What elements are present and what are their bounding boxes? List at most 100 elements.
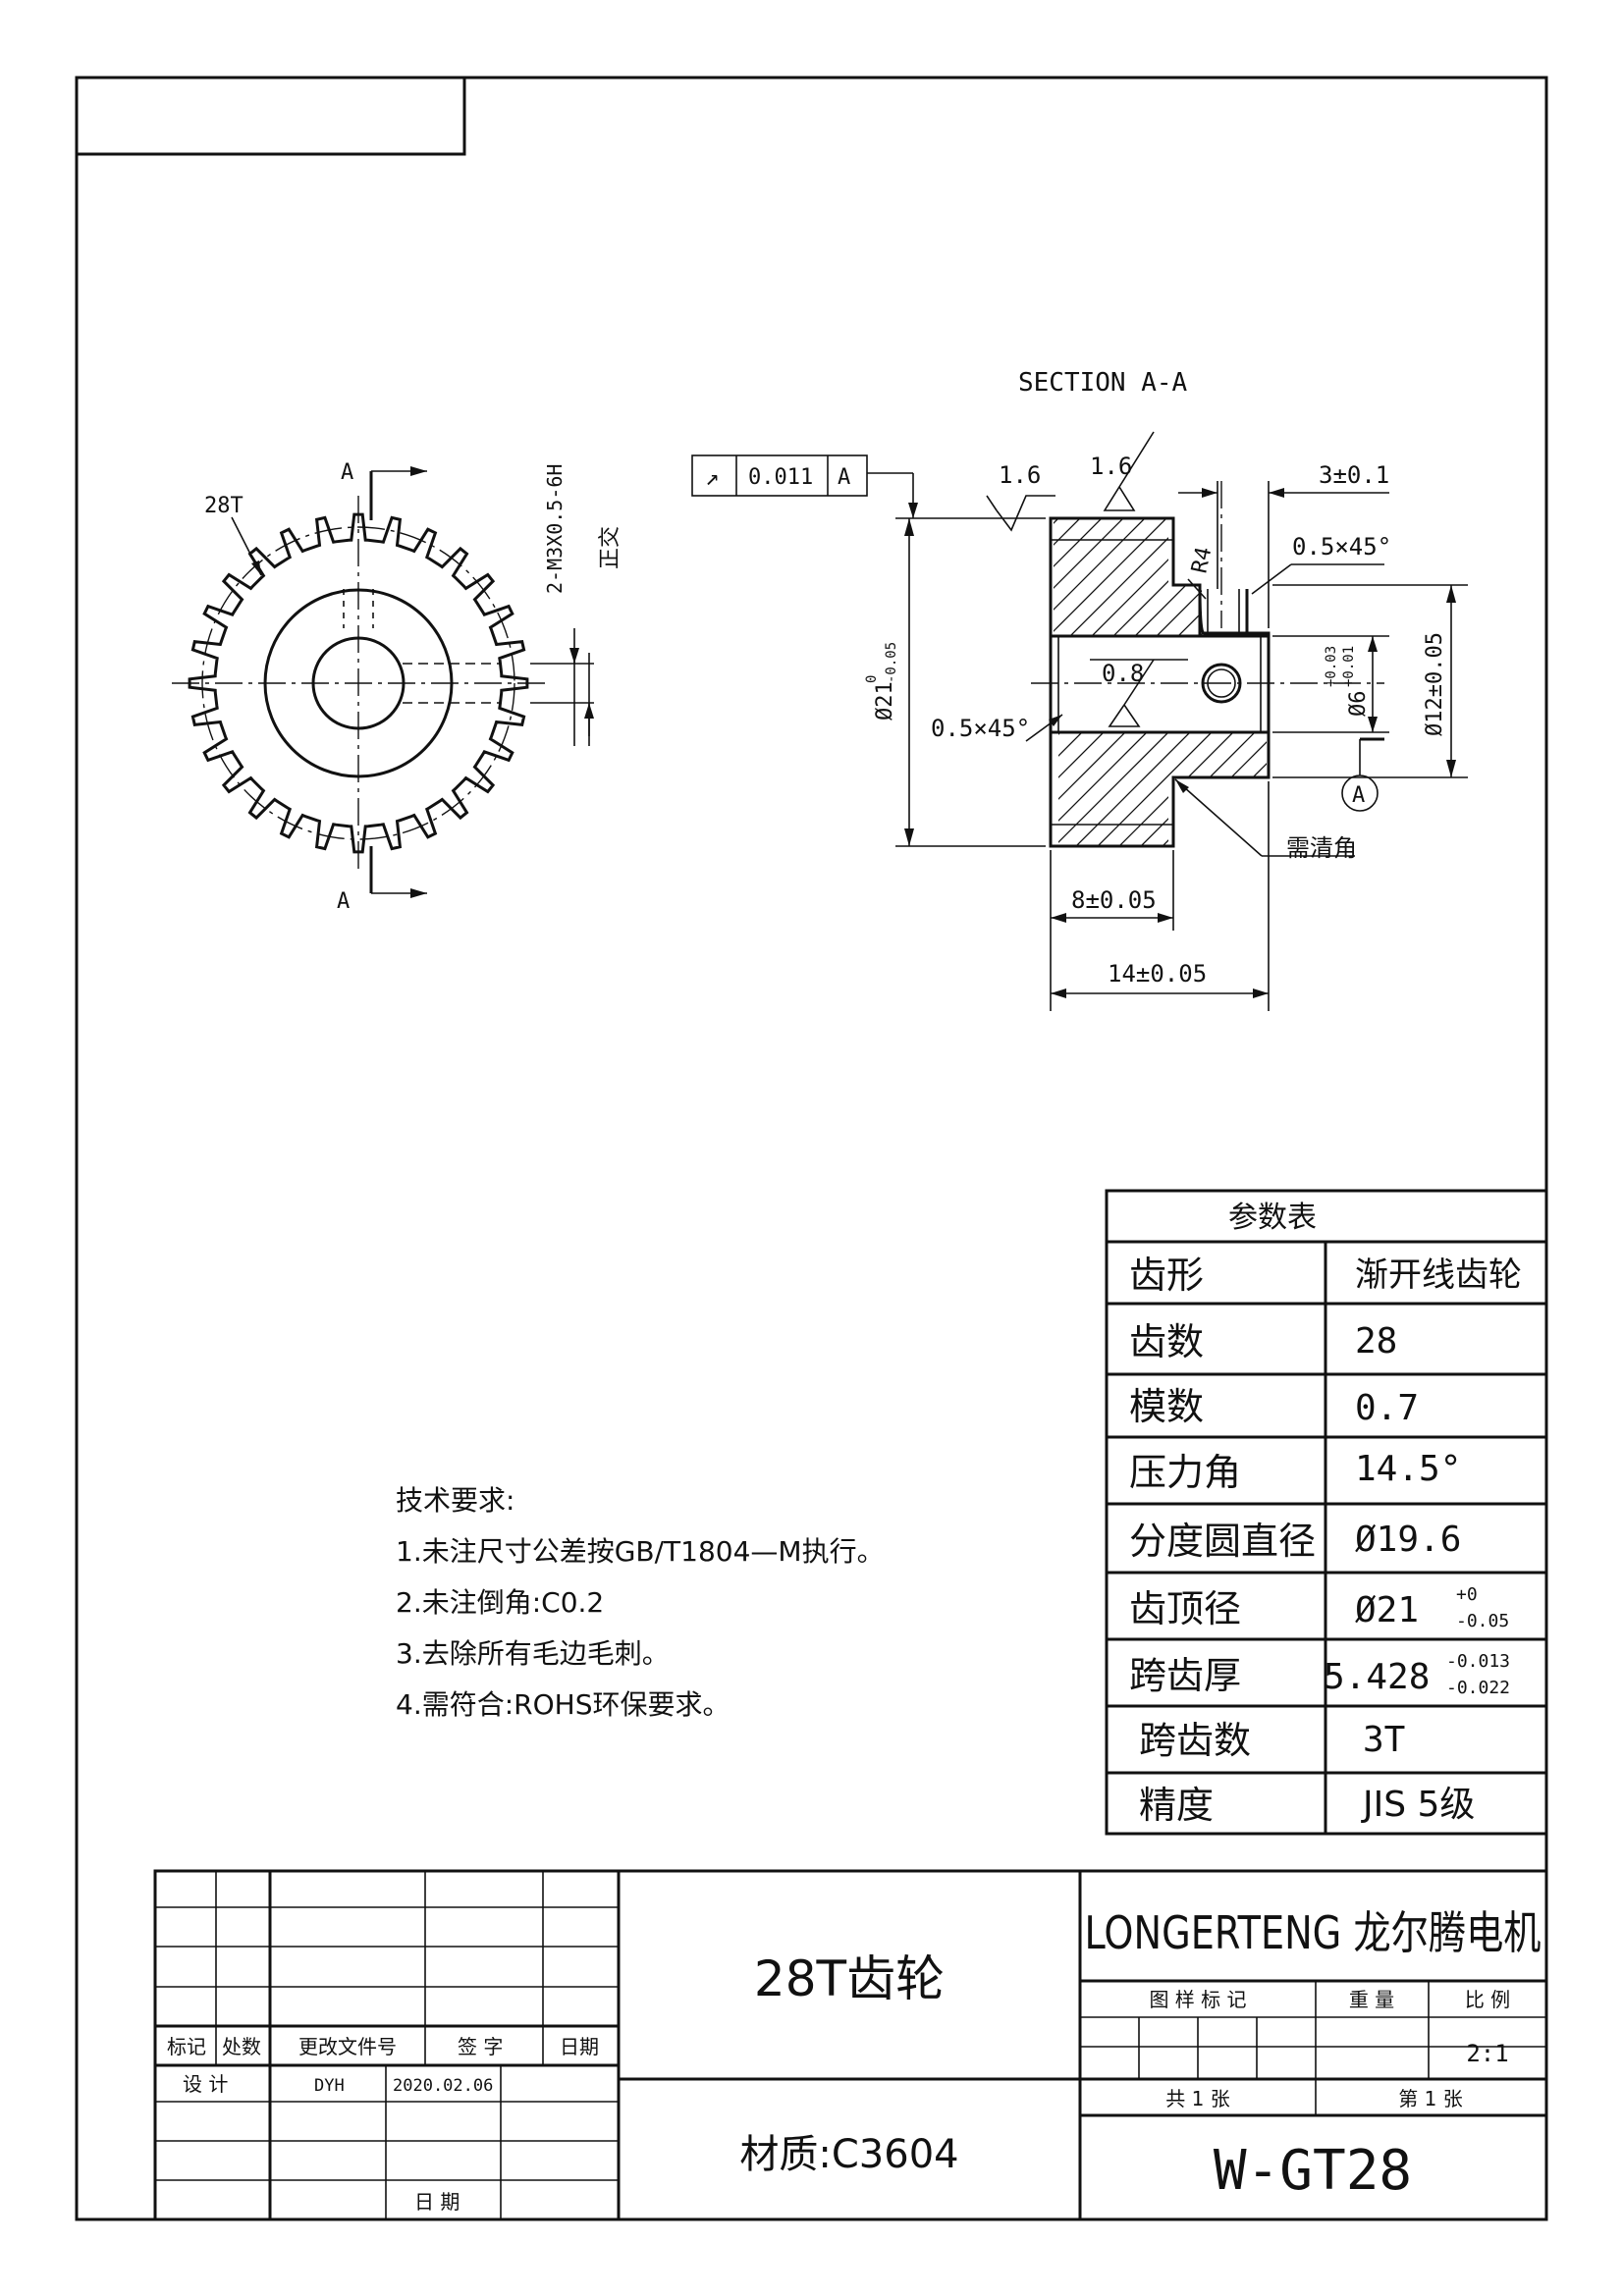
drawing-number: W-GT28 bbox=[1214, 2139, 1412, 2203]
section-mark-top: A bbox=[341, 460, 353, 485]
roughness-value-1: 1.6 bbox=[999, 461, 1041, 489]
hatch-line bbox=[1361, 510, 1623, 864]
header-date: 日期 bbox=[560, 2035, 599, 2058]
hatch-line bbox=[1054, 518, 1197, 846]
hatch-line bbox=[1230, 518, 1267, 846]
hatch-line bbox=[1382, 510, 1623, 864]
param-value: JIS 5级 bbox=[1361, 1785, 1475, 1825]
part-name: 28T齿轮 bbox=[754, 1950, 945, 2007]
dim-bore-upper: +0.03 bbox=[1324, 646, 1339, 687]
param-label: 齿形 bbox=[1129, 1254, 1204, 1297]
param-value: 14.5° bbox=[1355, 1449, 1461, 1489]
param-label: 跨齿厚 bbox=[1129, 1654, 1241, 1697]
tech-req-item: 4.需符合:ROHS环保要求。 bbox=[396, 1688, 730, 1721]
thread-note: 2-M3X0.5-6H bbox=[543, 464, 567, 594]
header-signature: 签 字 bbox=[458, 2035, 503, 2058]
dim-width-total: 14±0.05 bbox=[1108, 960, 1207, 988]
sheet-number: 第 1 张 bbox=[1398, 2087, 1462, 2110]
param-label: 压力角 bbox=[1129, 1451, 1241, 1494]
dim-gap: 3±0.1 bbox=[1319, 461, 1389, 489]
sheets-total: 共 1 张 bbox=[1165, 2087, 1229, 2110]
param-value: 28 bbox=[1355, 1321, 1397, 1362]
hatch-line bbox=[648, 510, 1001, 864]
hatch-line bbox=[1054, 518, 1218, 846]
roughness-symbol-3 bbox=[1108, 659, 1155, 727]
tech-req-item: 3.去除所有毛边毛刺。 bbox=[396, 1637, 670, 1670]
section-title: SECTION A-A bbox=[1018, 368, 1188, 398]
hatch-line bbox=[1054, 518, 1154, 846]
hatch-line bbox=[1079, 518, 1267, 846]
hatch-line bbox=[1054, 518, 1110, 846]
dim-radius: R4 bbox=[1187, 545, 1217, 575]
param-value-sup: -0.013 bbox=[1446, 1651, 1510, 1672]
tech-req-item: 2.未注倒角:C0.2 bbox=[396, 1586, 604, 1619]
weight-label: 重 量 bbox=[1349, 1988, 1394, 2011]
hatch-line bbox=[670, 510, 1023, 864]
datum-label: A bbox=[1352, 783, 1365, 808]
header-count: 处数 bbox=[222, 2035, 261, 2058]
dim-chamfer-right: 0.5×45° bbox=[1292, 533, 1391, 561]
design-label: 设 计 bbox=[183, 2072, 228, 2096]
param-value: 5.428 bbox=[1324, 1657, 1430, 1697]
scale-value: 2:1 bbox=[1466, 2040, 1508, 2067]
param-value: 0.7 bbox=[1355, 1388, 1419, 1428]
header-change-doc: 更改文件号 bbox=[298, 2035, 397, 2058]
param-value: 3T bbox=[1363, 1720, 1405, 1760]
param-label: 齿数 bbox=[1129, 1320, 1204, 1363]
param-value-sup: +0 bbox=[1456, 1584, 1478, 1605]
design-date: 2020.02.06 bbox=[393, 2076, 493, 2096]
scale-label: 比 例 bbox=[1465, 1988, 1510, 2011]
dim-bore-lower: +0.01 bbox=[1341, 646, 1357, 687]
param-label: 精度 bbox=[1139, 1784, 1214, 1827]
hatch-line bbox=[1054, 518, 1267, 846]
tech-req-item: 1.未注尺寸公差按GB/T1804—M执行。 bbox=[396, 1535, 885, 1568]
param-label: 齿顶径 bbox=[1129, 1587, 1241, 1630]
param-value-sub: -0.05 bbox=[1456, 1611, 1509, 1631]
gear-front-view bbox=[172, 466, 594, 898]
tolerance-datum: A bbox=[838, 465, 850, 490]
tolerance-value: 0.011 bbox=[748, 465, 813, 490]
dim-outer-dia: Ø21 bbox=[873, 681, 897, 721]
hatch-line bbox=[1209, 518, 1267, 846]
tooth-count-label: 28T bbox=[204, 494, 243, 518]
gear-teeth-outline bbox=[188, 512, 529, 854]
param-value: Ø19.6 bbox=[1355, 1520, 1461, 1560]
hatch-line bbox=[1054, 518, 1240, 846]
section-outline bbox=[1049, 516, 1271, 848]
hatch-line bbox=[1054, 518, 1175, 846]
top-left-box bbox=[75, 76, 466, 156]
param-label: 模数 bbox=[1129, 1385, 1204, 1428]
dim-bore: Ø6 bbox=[1346, 691, 1371, 718]
param-label: 分度圆直径 bbox=[1129, 1520, 1316, 1563]
datum-a-circle bbox=[1341, 774, 1379, 812]
drawing-mark-label: 图 样 标 记 bbox=[1149, 1988, 1246, 2011]
material: 材质:C3604 bbox=[739, 2132, 958, 2177]
param-value: 渐开线齿轮 bbox=[1355, 1255, 1522, 1295]
param-value-sub: -0.022 bbox=[1446, 1678, 1510, 1698]
roughness-value-3: 0.8 bbox=[1102, 660, 1144, 687]
hatch-line bbox=[691, 510, 1045, 864]
hatch-line bbox=[1054, 518, 1267, 846]
clean-corner-leader bbox=[1174, 778, 1263, 857]
thread-note-orthogonal: 正交 bbox=[598, 526, 622, 569]
parameter-table bbox=[1105, 1189, 1548, 1836]
roughness-symbol-2 bbox=[1103, 431, 1155, 511]
dim-width-hub: 8±0.05 bbox=[1071, 886, 1157, 914]
section-mark-bottom: A bbox=[337, 889, 350, 914]
dim-outer-dia-upper: 0 bbox=[864, 675, 880, 683]
tech-req-title: 技术要求: bbox=[396, 1484, 514, 1517]
runout-icon: ↗ bbox=[705, 463, 719, 491]
geometric-tolerance-frame bbox=[691, 454, 868, 497]
hatch-line bbox=[1426, 510, 1623, 864]
param-label: 跨齿数 bbox=[1139, 1719, 1251, 1762]
dim-chamfer-left: 0.5×45° bbox=[931, 715, 1030, 742]
company-name: LONGERTENG 龙尔腾电机 bbox=[1085, 1906, 1542, 1959]
header-mark: 标记 bbox=[167, 2035, 206, 2058]
hatch-line bbox=[1054, 518, 1089, 846]
hatch-line bbox=[1339, 510, 1623, 864]
param-table-title: 参数表 bbox=[1228, 1201, 1317, 1235]
hatch-line bbox=[1054, 518, 1132, 846]
designer-name: DYH bbox=[314, 2076, 345, 2096]
title-block bbox=[153, 1869, 1548, 2221]
